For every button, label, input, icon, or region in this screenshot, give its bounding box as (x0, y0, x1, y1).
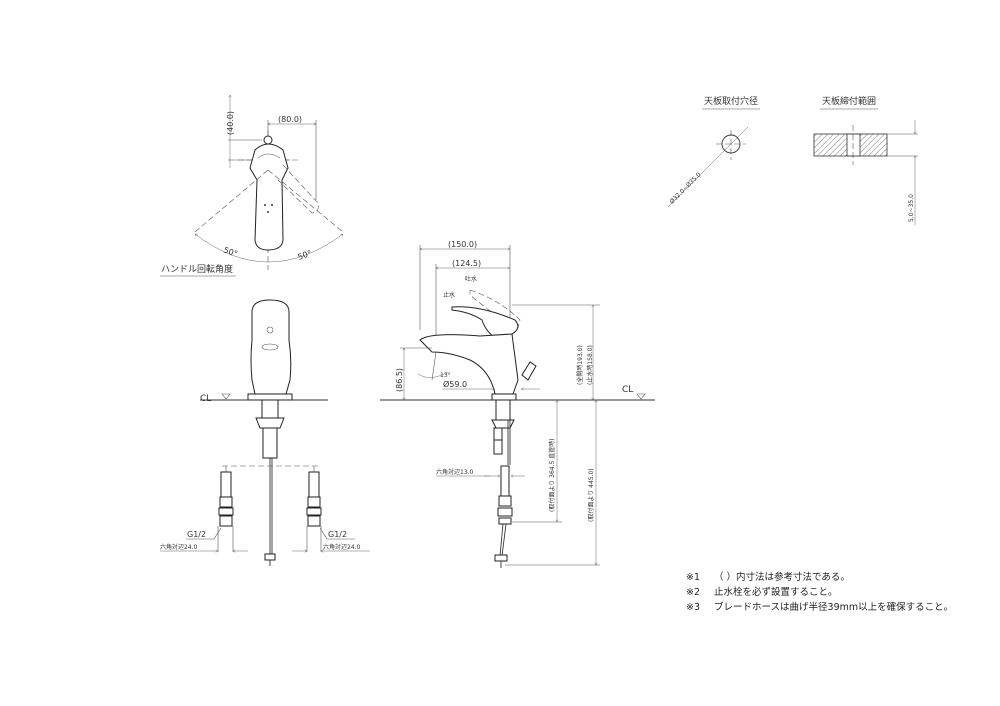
note-1-mark: ※1 (686, 572, 700, 583)
clamp-range-dim: 5.0~35.0 (908, 194, 915, 222)
dim-height-open: (全開時193.0) (576, 345, 584, 385)
note-2-mark: ※2 (686, 587, 700, 598)
dim-spout-reach: (124.5) (452, 259, 481, 268)
clamp-range-detail: 天板締付範囲 5.0~35.0 (813, 95, 918, 225)
dim-hose-min: (取付面より 364.5 直管時) (548, 438, 556, 512)
dim-spout-height: (86.5) (395, 368, 404, 392)
side-view: CL (150.0) (124.5) 吐水 止水 (86.5) 13° Ø59.… (380, 240, 655, 568)
mount-hole-title: 天板取付穴径 (704, 95, 758, 107)
notes: ※1 （ ）内寸法は参考寸法である。 ※2 止水栓を必ず設置すること。 ※3 ブ… (686, 571, 953, 613)
angle-13: 13° (440, 372, 451, 379)
note-1-text: （ ）内寸法は参考寸法である。 (714, 571, 850, 583)
side-cl-label: CL (622, 385, 633, 395)
thread-right: G1/2 (328, 530, 347, 539)
hex-left: 六角対辺24.0 (160, 543, 198, 551)
thread-left: G1/2 (187, 530, 206, 539)
handle-rotation-caption: ハンドル回転角度 (161, 263, 233, 275)
handle-top-view: (40.0) (80.0) 50° 50° ハンドル回転角度 (160, 95, 343, 277)
dim-height-closed: (止水時158.0) (586, 345, 594, 385)
note-3-mark: ※3 (686, 602, 700, 613)
dim-width-80: (80.0) (278, 115, 302, 124)
dim-height-40: (40.0) (226, 111, 235, 135)
angle-right: 50° (297, 249, 313, 262)
hex-shank: 六角対辺13.0 (436, 468, 474, 476)
note-2-text: 止水栓を必ず設置すること。 (714, 586, 838, 598)
dim-base-dia: Ø59.0 (443, 379, 467, 389)
label-stop: 止水 (443, 291, 455, 299)
front-view: CL G1/2 (160, 299, 370, 566)
label-discharge: 吐水 (465, 275, 477, 283)
mount-hole-detail: 天板取付穴径 Ø32.0~Ø35.0 (667, 95, 760, 208)
note-3-text: ブレードホースは曲げ半径39mm以上を確保すること。 (714, 601, 953, 613)
dim-total-reach: (150.0) (448, 240, 477, 249)
supply-hose-right (306, 466, 322, 552)
mount-hole-dim: Ø32.0~Ø35.0 (668, 171, 702, 205)
angle-left: 50° (222, 245, 238, 258)
supply-hose-left (217, 466, 234, 552)
dim-hose-total: (取付面より 445.0) (587, 468, 595, 522)
clamp-range-title: 天板締付範囲 (822, 95, 876, 107)
hex-right: 六角対辺24.0 (323, 543, 361, 551)
front-cl-label: CL (200, 394, 211, 404)
